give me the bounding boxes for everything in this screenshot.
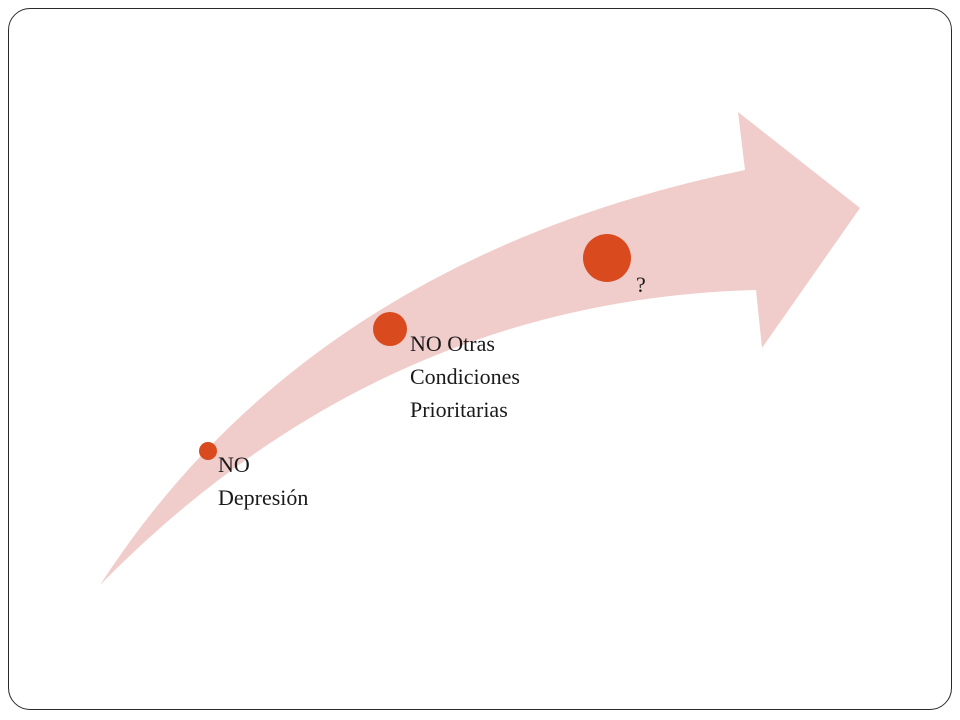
step-3-line-1: ? bbox=[636, 272, 646, 297]
step-2-line-2: Condiciones bbox=[410, 364, 520, 389]
step-marker-1 bbox=[199, 442, 217, 460]
step-label-2: NO Otras Condiciones Prioritarias bbox=[410, 331, 526, 422]
step-label-1: NO Depresión bbox=[218, 452, 308, 510]
step-2-line-3: Prioritarias bbox=[410, 397, 508, 422]
step-2-line-1: NO Otras bbox=[410, 331, 495, 356]
slide-frame bbox=[8, 8, 952, 710]
curved-arrow-shape bbox=[100, 112, 860, 585]
step-1-line-1: NO bbox=[218, 452, 250, 477]
step-marker-2 bbox=[373, 312, 407, 346]
step-label-3: ? bbox=[636, 272, 646, 297]
step-marker-3 bbox=[583, 234, 631, 282]
step-1-line-2: Depresión bbox=[218, 485, 308, 510]
